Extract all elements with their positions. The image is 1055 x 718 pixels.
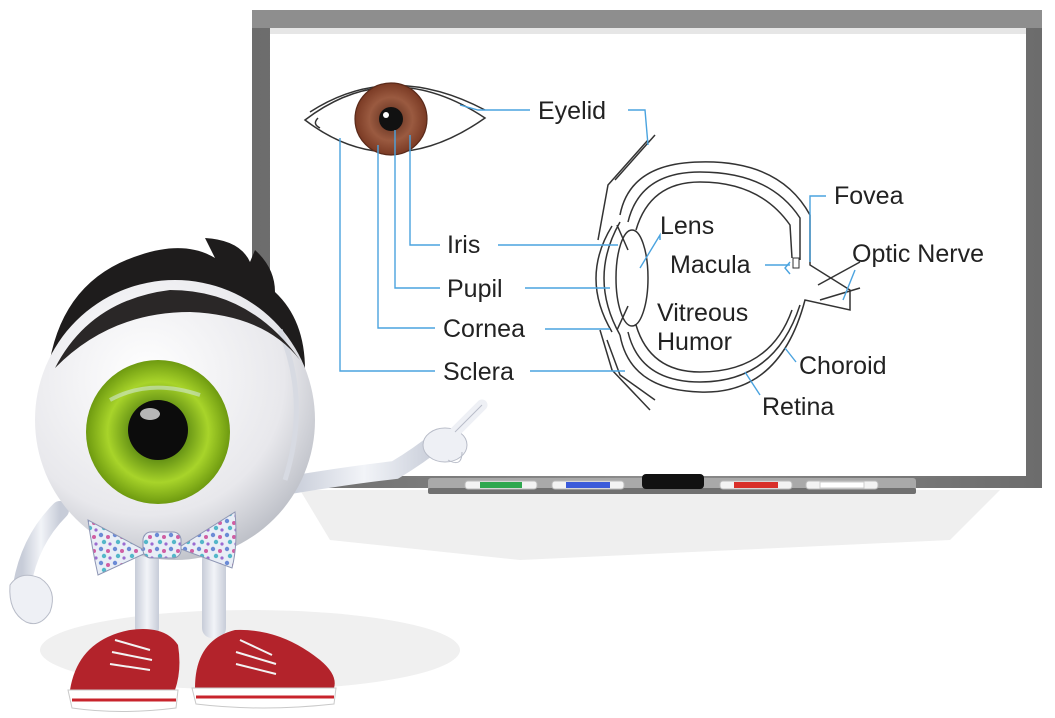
- label-macula: Macula: [670, 251, 751, 279]
- pupil-drawing: [379, 107, 403, 131]
- whiteboard-inner-shade: [270, 28, 1026, 34]
- label-humor: Humor: [657, 328, 732, 356]
- mascot-left-arm: [22, 510, 60, 585]
- label-sclera: Sclera: [443, 358, 514, 386]
- blue-marker-icon[interactable]: [552, 481, 624, 489]
- label-optic-nerve: Optic Nerve: [852, 240, 984, 268]
- mascot-pupil: [128, 400, 188, 460]
- label-fovea: Fovea: [834, 182, 904, 210]
- left-hand-icon: [10, 575, 53, 623]
- label-eyelid: Eyelid: [538, 97, 606, 125]
- green-marker-icon[interactable]: [465, 481, 537, 489]
- label-pupil: Pupil: [447, 275, 503, 303]
- whiteboard-shadow: [300, 490, 1000, 560]
- black-eraser-icon[interactable]: [642, 474, 704, 489]
- white-marker-icon[interactable]: [806, 481, 878, 489]
- label-lens: Lens: [660, 212, 714, 240]
- whiteboard-frame-top: [252, 10, 1042, 28]
- label-retina: Retina: [762, 393, 834, 421]
- label-cornea: Cornea: [443, 315, 525, 343]
- red-marker-icon[interactable]: [720, 481, 792, 489]
- label-iris: Iris: [447, 231, 480, 259]
- label-choroid: Choroid: [799, 352, 887, 380]
- label-vitreous: Vitreous: [657, 299, 748, 327]
- mascot-left-leg: [135, 550, 159, 638]
